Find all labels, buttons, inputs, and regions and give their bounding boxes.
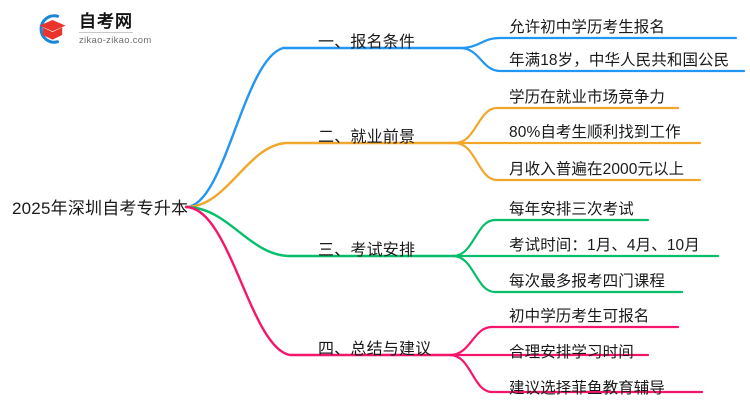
branch-label-4: 四、总结与建议: [318, 341, 432, 358]
leaf-label-4-3: 建议选择菲鱼教育辅导: [509, 380, 666, 397]
branch-2-stem: [184, 141, 457, 209]
leaf-label-4-1: 初中学历考生可报名: [509, 308, 650, 325]
leaf-label-3-2: 考试时间：1月、4月、10月: [509, 237, 700, 254]
logo-subtitle: zikao-zikao.com: [79, 34, 152, 46]
logo-text: 自考网 zikao-zikao.com: [79, 13, 152, 46]
branch-1-leaf-1-line: [458, 36, 738, 50]
branch-label-2: 二、就业前景: [318, 129, 416, 146]
branch-label-1: 一、报名条件: [318, 34, 416, 51]
leaf-label-2-2: 80%自考生顺利找到工作: [509, 124, 681, 141]
graduation-cap-icon: [30, 11, 72, 47]
leaf-label-2-3: 月收入普遍在2000元以上: [509, 161, 685, 178]
logo-title: 自考网: [79, 11, 133, 33]
leaf-label-3-1: 每年安排三次考试: [509, 201, 634, 218]
leaf-label-4-2: 合理安排学习时间: [509, 344, 634, 361]
leaf-label-1-2: 年满18岁，中华人民共和国公民: [509, 52, 730, 69]
leaf-label-3-3: 每次最多报考四门课程: [509, 273, 666, 290]
site-logo: 自考网 zikao-zikao.com: [30, 11, 152, 47]
branch-label-3: 三、考试安排: [318, 242, 416, 259]
leaf-label-2-1: 学历在就业市场竞争力: [509, 89, 666, 106]
leaf-label-1-1: 允许初中学历考生报名: [509, 19, 666, 36]
mindmap-root-label: 2025年深圳自考专升本: [12, 199, 189, 218]
branch-4-stem: [184, 205, 452, 357]
